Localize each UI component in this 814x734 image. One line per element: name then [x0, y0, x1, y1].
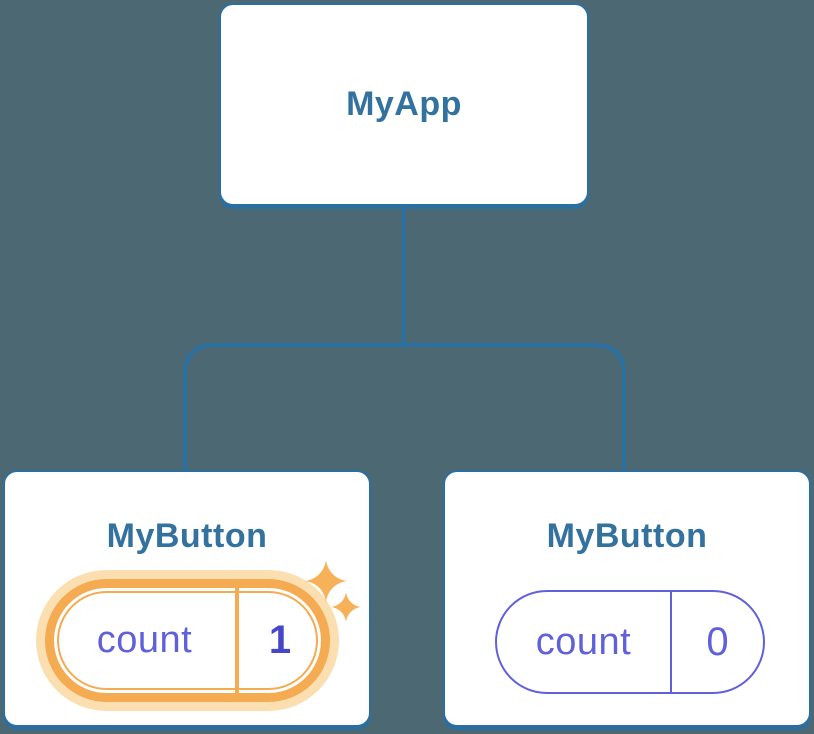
- node-title: MyButton: [106, 517, 268, 555]
- state-pill: count 0: [495, 590, 765, 694]
- node-title: MyApp: [346, 85, 462, 123]
- state-value: 1: [268, 618, 292, 662]
- pill-divider: [235, 588, 239, 693]
- node-mybutton-2: MyButton count 0: [443, 470, 811, 727]
- state-key-label: count: [96, 619, 193, 661]
- children-bracket-line: [183, 343, 626, 471]
- state-value: 0: [706, 619, 729, 664]
- node-myapp: MyApp: [219, 3, 589, 206]
- node-mybutton-1: MyButton count 1: [3, 470, 371, 727]
- node-title: MyButton: [546, 517, 708, 555]
- state-pill-highlighted: count 1: [45, 579, 330, 702]
- sparkles-icon: [305, 560, 347, 602]
- sparkle-small-icon: [331, 592, 361, 622]
- state-key-label: count: [535, 620, 632, 663]
- pill-divider: [670, 592, 672, 692]
